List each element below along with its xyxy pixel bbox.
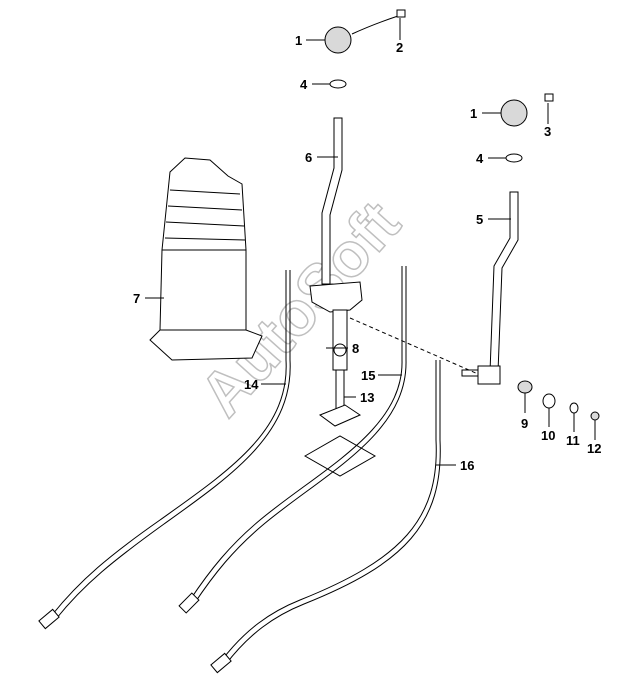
- callout-16: 16: [460, 458, 474, 473]
- callout-12: 12: [587, 441, 601, 456]
- boot-body: [159, 249, 247, 331]
- callout-4-left: 4: [300, 77, 308, 92]
- cables: [38, 266, 441, 674]
- callout-3: 3: [544, 124, 551, 139]
- pivot-8: [332, 309, 348, 371]
- callout-2: 2: [396, 40, 403, 55]
- base-plate: [303, 435, 377, 477]
- left-lever-assembly: [303, 9, 406, 477]
- leader-lines: [145, 18, 596, 466]
- callout-7: 7: [133, 291, 140, 306]
- callout-10: 10: [541, 428, 555, 443]
- knob-wire: [351, 15, 399, 35]
- right-lever-assembly: [349, 93, 600, 421]
- callout-1-left: 1: [295, 33, 302, 48]
- boot-bellows: [161, 157, 247, 251]
- washer-left: [329, 79, 347, 89]
- shaft-axis: [349, 317, 479, 375]
- part-9: [517, 380, 533, 394]
- washer-right: [505, 153, 523, 163]
- callout-5: 5: [476, 212, 483, 227]
- callout-8: 8: [352, 341, 359, 356]
- lever-housing: [477, 365, 501, 385]
- callout-15: 15: [361, 368, 375, 383]
- boot-flange: [149, 329, 263, 361]
- callout-13: 13: [360, 390, 374, 405]
- callout-11: 11: [566, 433, 580, 448]
- shift-knob-left: [324, 26, 352, 54]
- screw-3: [544, 93, 554, 102]
- cable-end-16: [210, 652, 232, 674]
- callout-4-right: 4: [476, 151, 484, 166]
- callout-6: 6: [305, 150, 312, 165]
- pivot-pin: [333, 343, 347, 357]
- cable-15: [189, 266, 403, 601]
- cable-end-15: [178, 592, 200, 614]
- boot-7: [149, 157, 263, 361]
- callout-14: 14: [244, 377, 259, 392]
- lever-bracket: [309, 281, 363, 313]
- cable-14: [51, 270, 287, 616]
- callout-1-right: 1: [470, 106, 477, 121]
- lever-stub: [461, 369, 479, 377]
- callout-labels: 1 2 4 6 1 3 4 5 7 8 14 15 13 16 9 10 11 …: [133, 33, 601, 473]
- cable-end-14: [38, 608, 60, 630]
- cable-16: [221, 360, 437, 661]
- part-12: [590, 411, 600, 421]
- callout-9: 9: [521, 416, 528, 431]
- part-11: [569, 402, 579, 414]
- part-10: [542, 393, 556, 409]
- shift-knob-right: [500, 99, 528, 127]
- upper-plate: [318, 404, 362, 427]
- screw-2: [396, 9, 406, 18]
